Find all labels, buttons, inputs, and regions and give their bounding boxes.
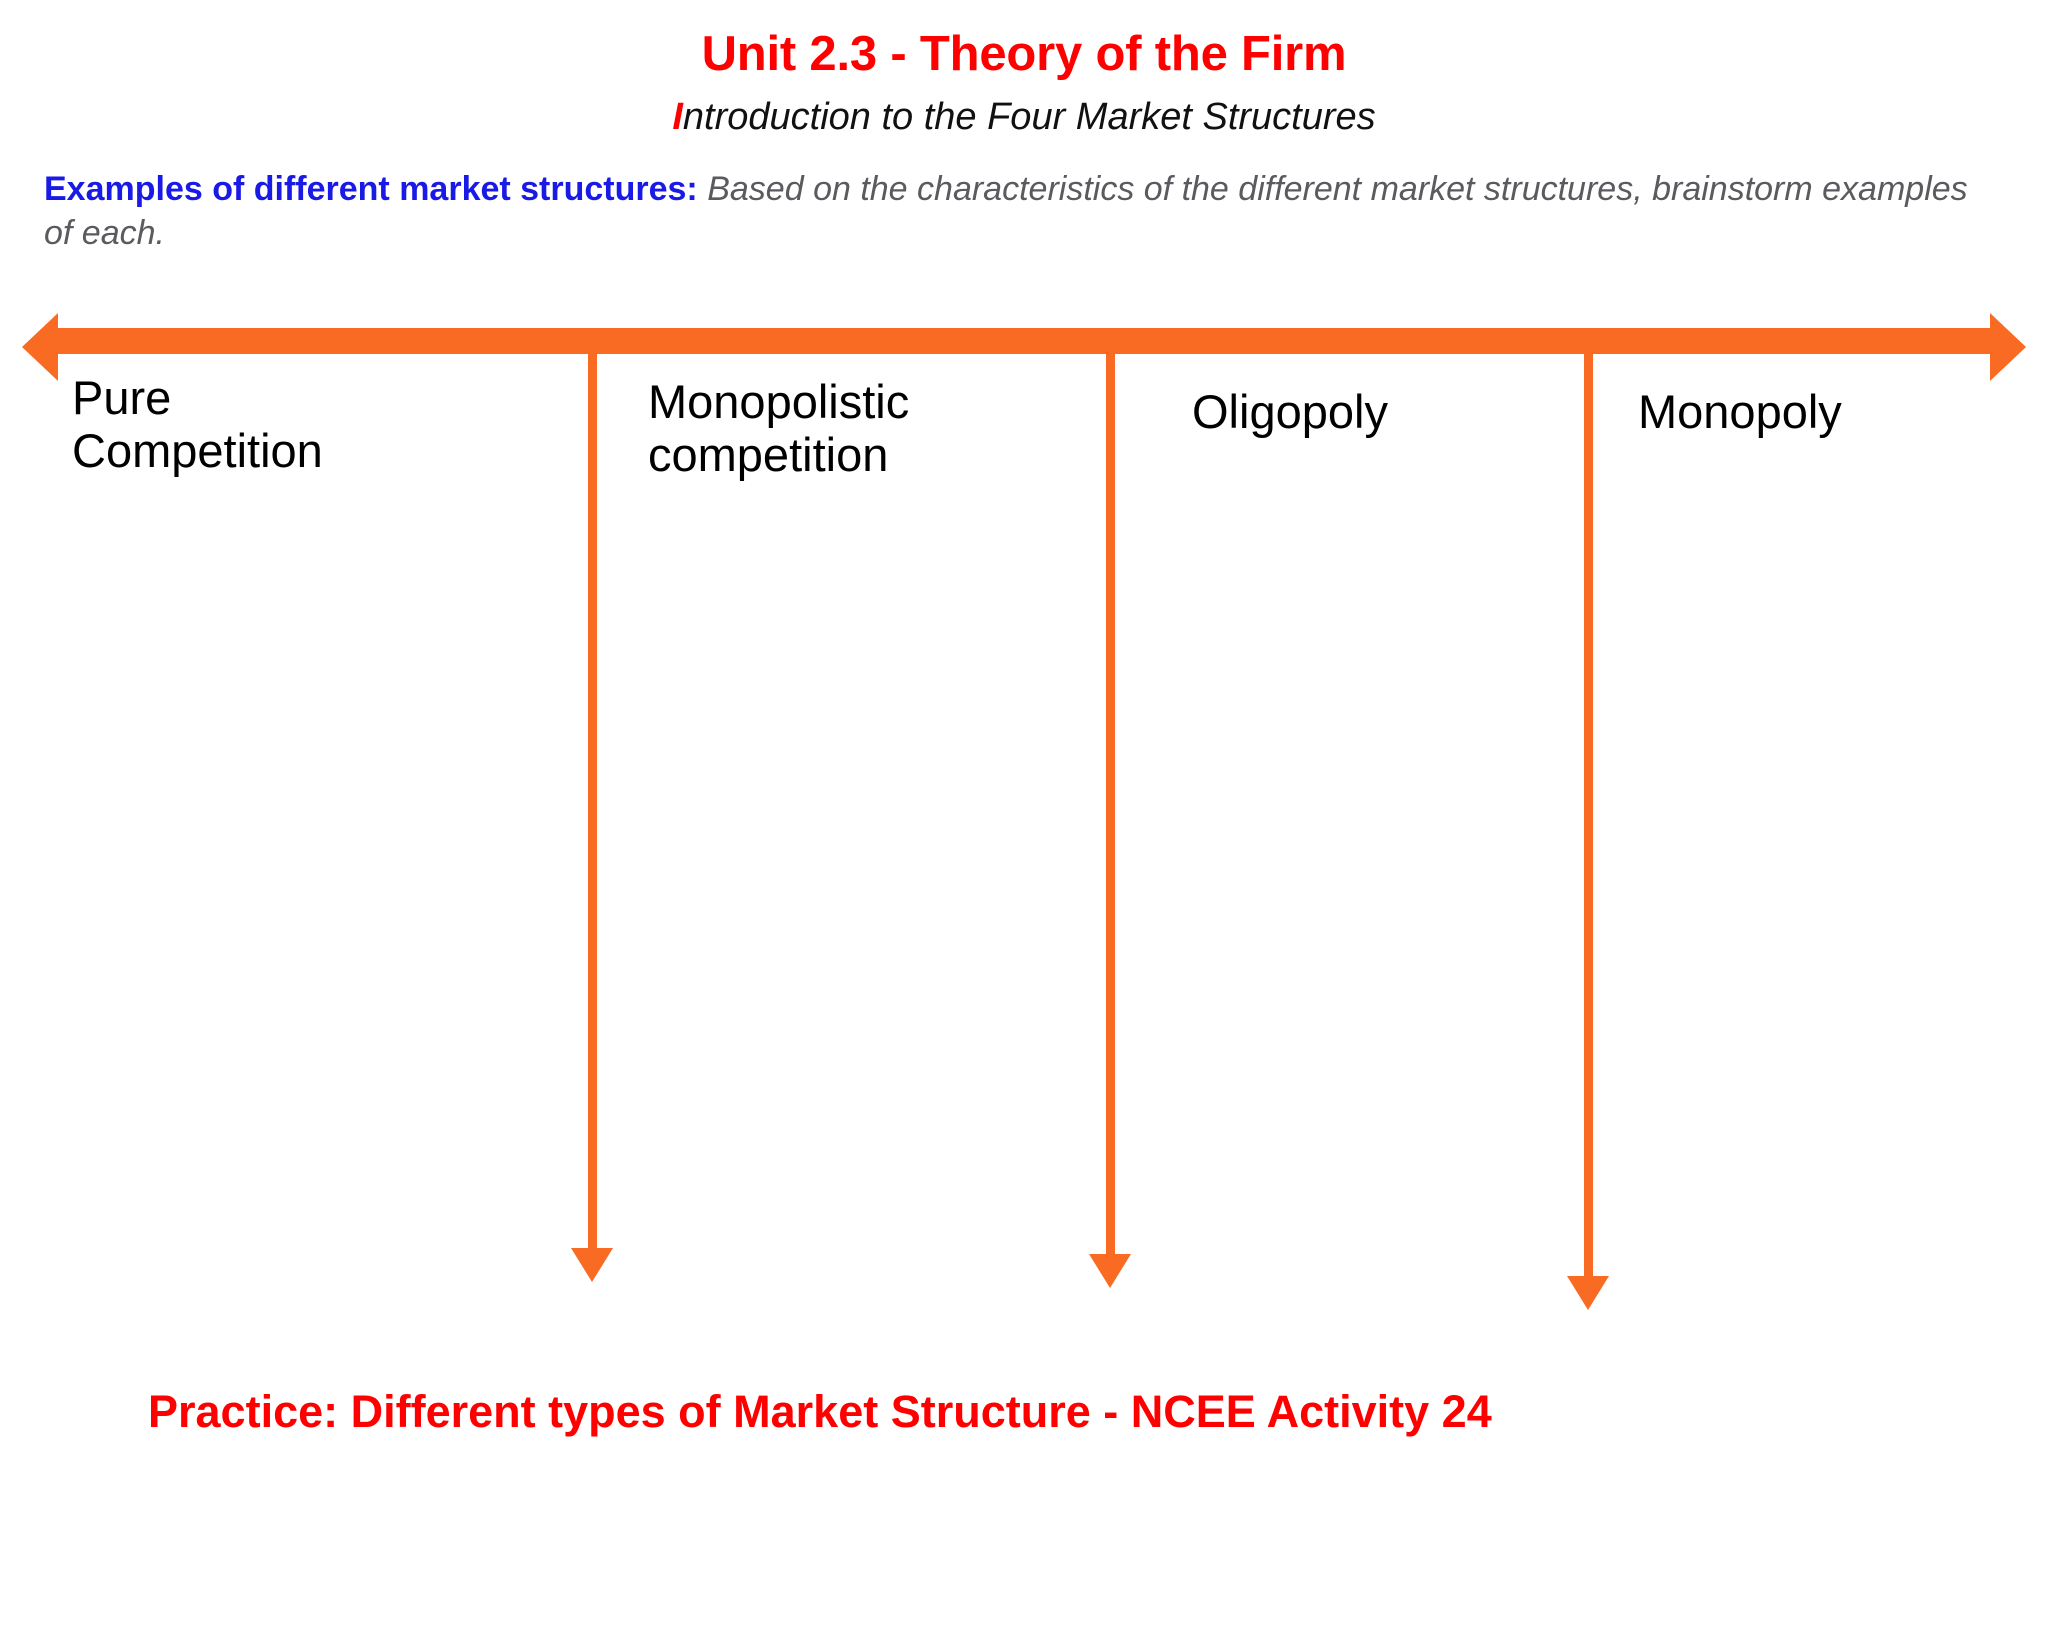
page-title: Unit 2.3 - Theory of the Firm [701,27,1347,81]
subtitle-drop-cap: I [672,96,683,138]
subtitle-text: ntroduction to the Four Market Structure… [682,96,1376,138]
down-arrowhead-icon-3 [1567,1276,1609,1310]
instruction-lead-label: Examples of different market structures: [44,170,698,208]
category-label-monopolistic-competition: Monopolistic competition [648,375,910,481]
spectrum-divider-1 [588,328,597,1248]
category-label-pure-competition: Pure Competition [72,371,323,477]
down-arrowhead-icon-1 [571,1248,613,1282]
category-label-oligopoly: Oligopoly [1192,385,1388,438]
practice-activity-note: Practice: Different types of Market Stru… [148,1386,1492,1437]
right-arrowhead-icon [1990,313,2026,381]
instruction-body-text: Based on the characteristics of the diff… [44,170,1968,252]
spectrum-divider-2 [1106,328,1115,1254]
spectrum-divider-3 [1584,328,1593,1276]
spectrum-axis-bar [50,328,1998,354]
down-arrowhead-icon-2 [1089,1254,1131,1288]
page-subtitle: Introduction to the Four Market Structur… [0,96,2048,139]
instruction-paragraph: Examples of different market structures:… [44,168,1974,255]
left-arrowhead-icon [22,313,58,381]
category-label-monopoly: Monopoly [1638,385,1842,438]
market-structure-spectrum: Pure Competition Monopolistic competitio… [0,313,2048,1326]
